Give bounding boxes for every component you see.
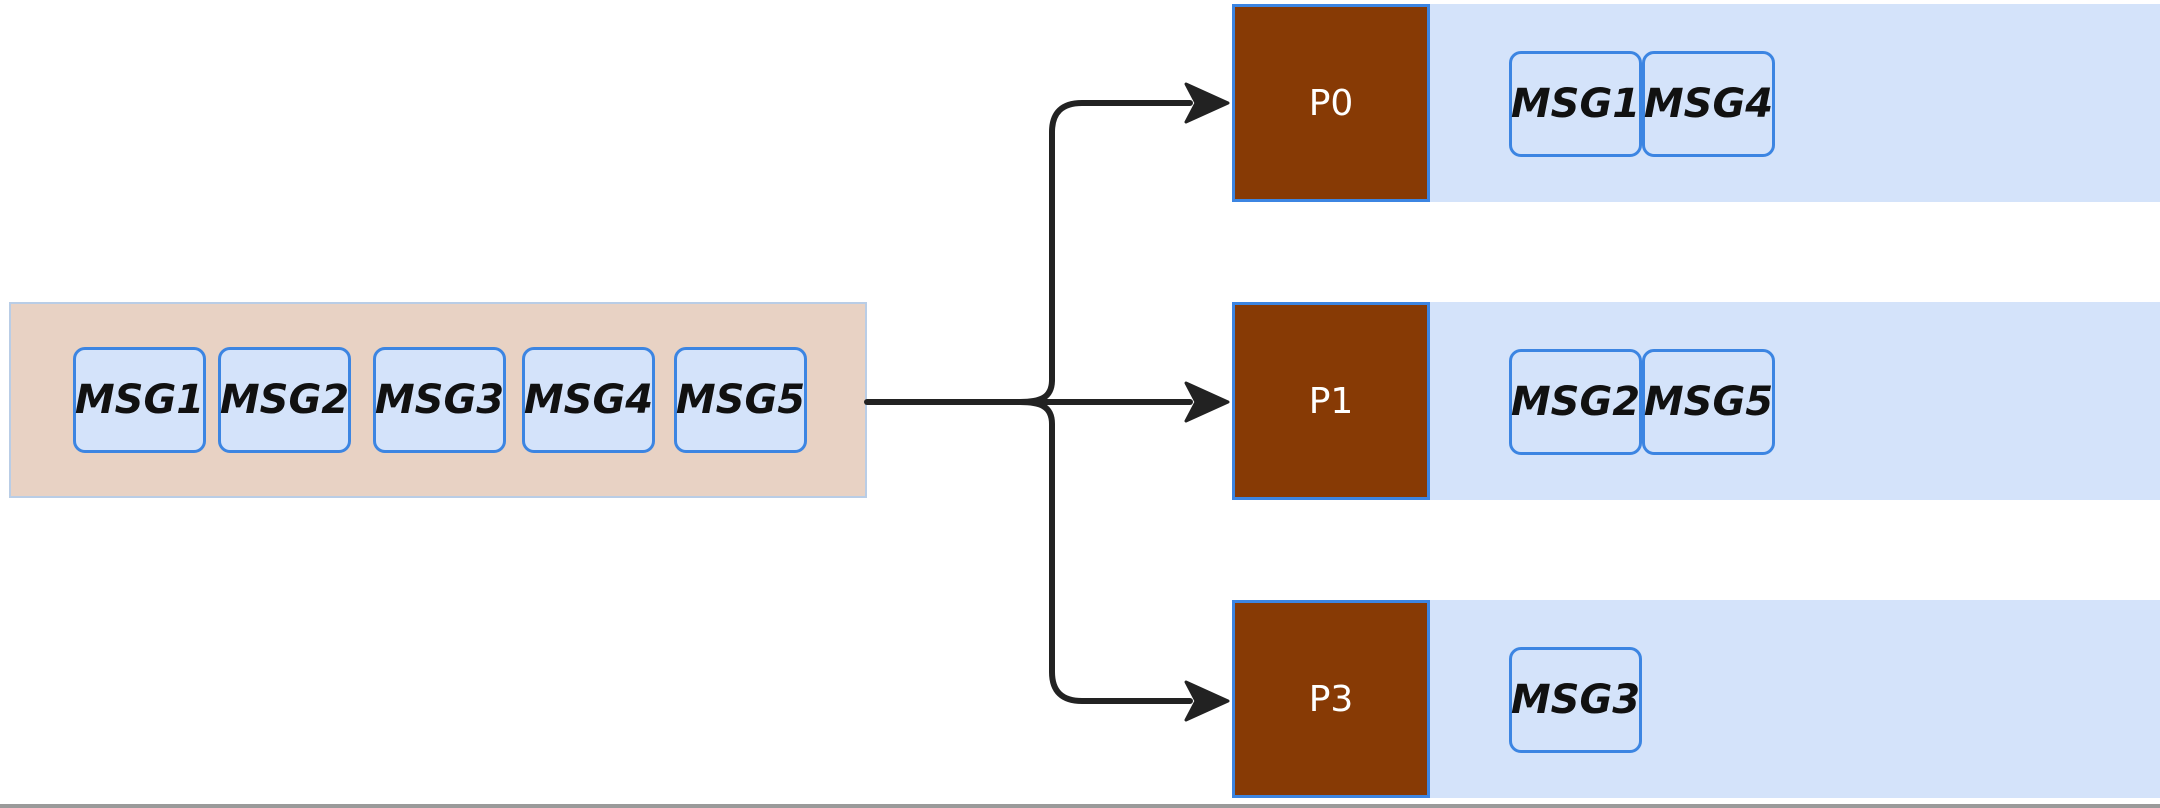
- partition-head-p1: P1: [1232, 302, 1430, 500]
- arrowhead-p1: [1184, 381, 1230, 423]
- partition-head-p0: P0: [1232, 4, 1430, 202]
- partition-label: P1: [1308, 380, 1354, 422]
- source-msg-2: MSG2: [218, 347, 351, 453]
- arrowhead-p3: [1184, 680, 1230, 722]
- source-msg-1: MSG1: [73, 347, 206, 453]
- source-msg-4: MSG4: [522, 347, 655, 453]
- p1-msg-1: MSG2: [1509, 349, 1642, 455]
- p1-msg-2: MSG5: [1642, 349, 1775, 455]
- partition-head-p3: P3: [1232, 600, 1430, 798]
- arrow-to-p0: [1017, 100, 1193, 405]
- arrowhead-p0: [1184, 82, 1230, 124]
- p0-msg-1: MSG1: [1509, 51, 1642, 157]
- partition-label: P0: [1308, 82, 1354, 124]
- p0-msg-2: MSG4: [1642, 51, 1775, 157]
- source-msg-5: MSG5: [674, 347, 807, 453]
- source-msg-3: MSG3: [373, 347, 506, 453]
- p3-msg-1: MSG3: [1509, 647, 1642, 753]
- arrow-to-p3: [1017, 399, 1193, 704]
- bottom-border: [0, 804, 2160, 808]
- partition-label: P3: [1308, 678, 1354, 720]
